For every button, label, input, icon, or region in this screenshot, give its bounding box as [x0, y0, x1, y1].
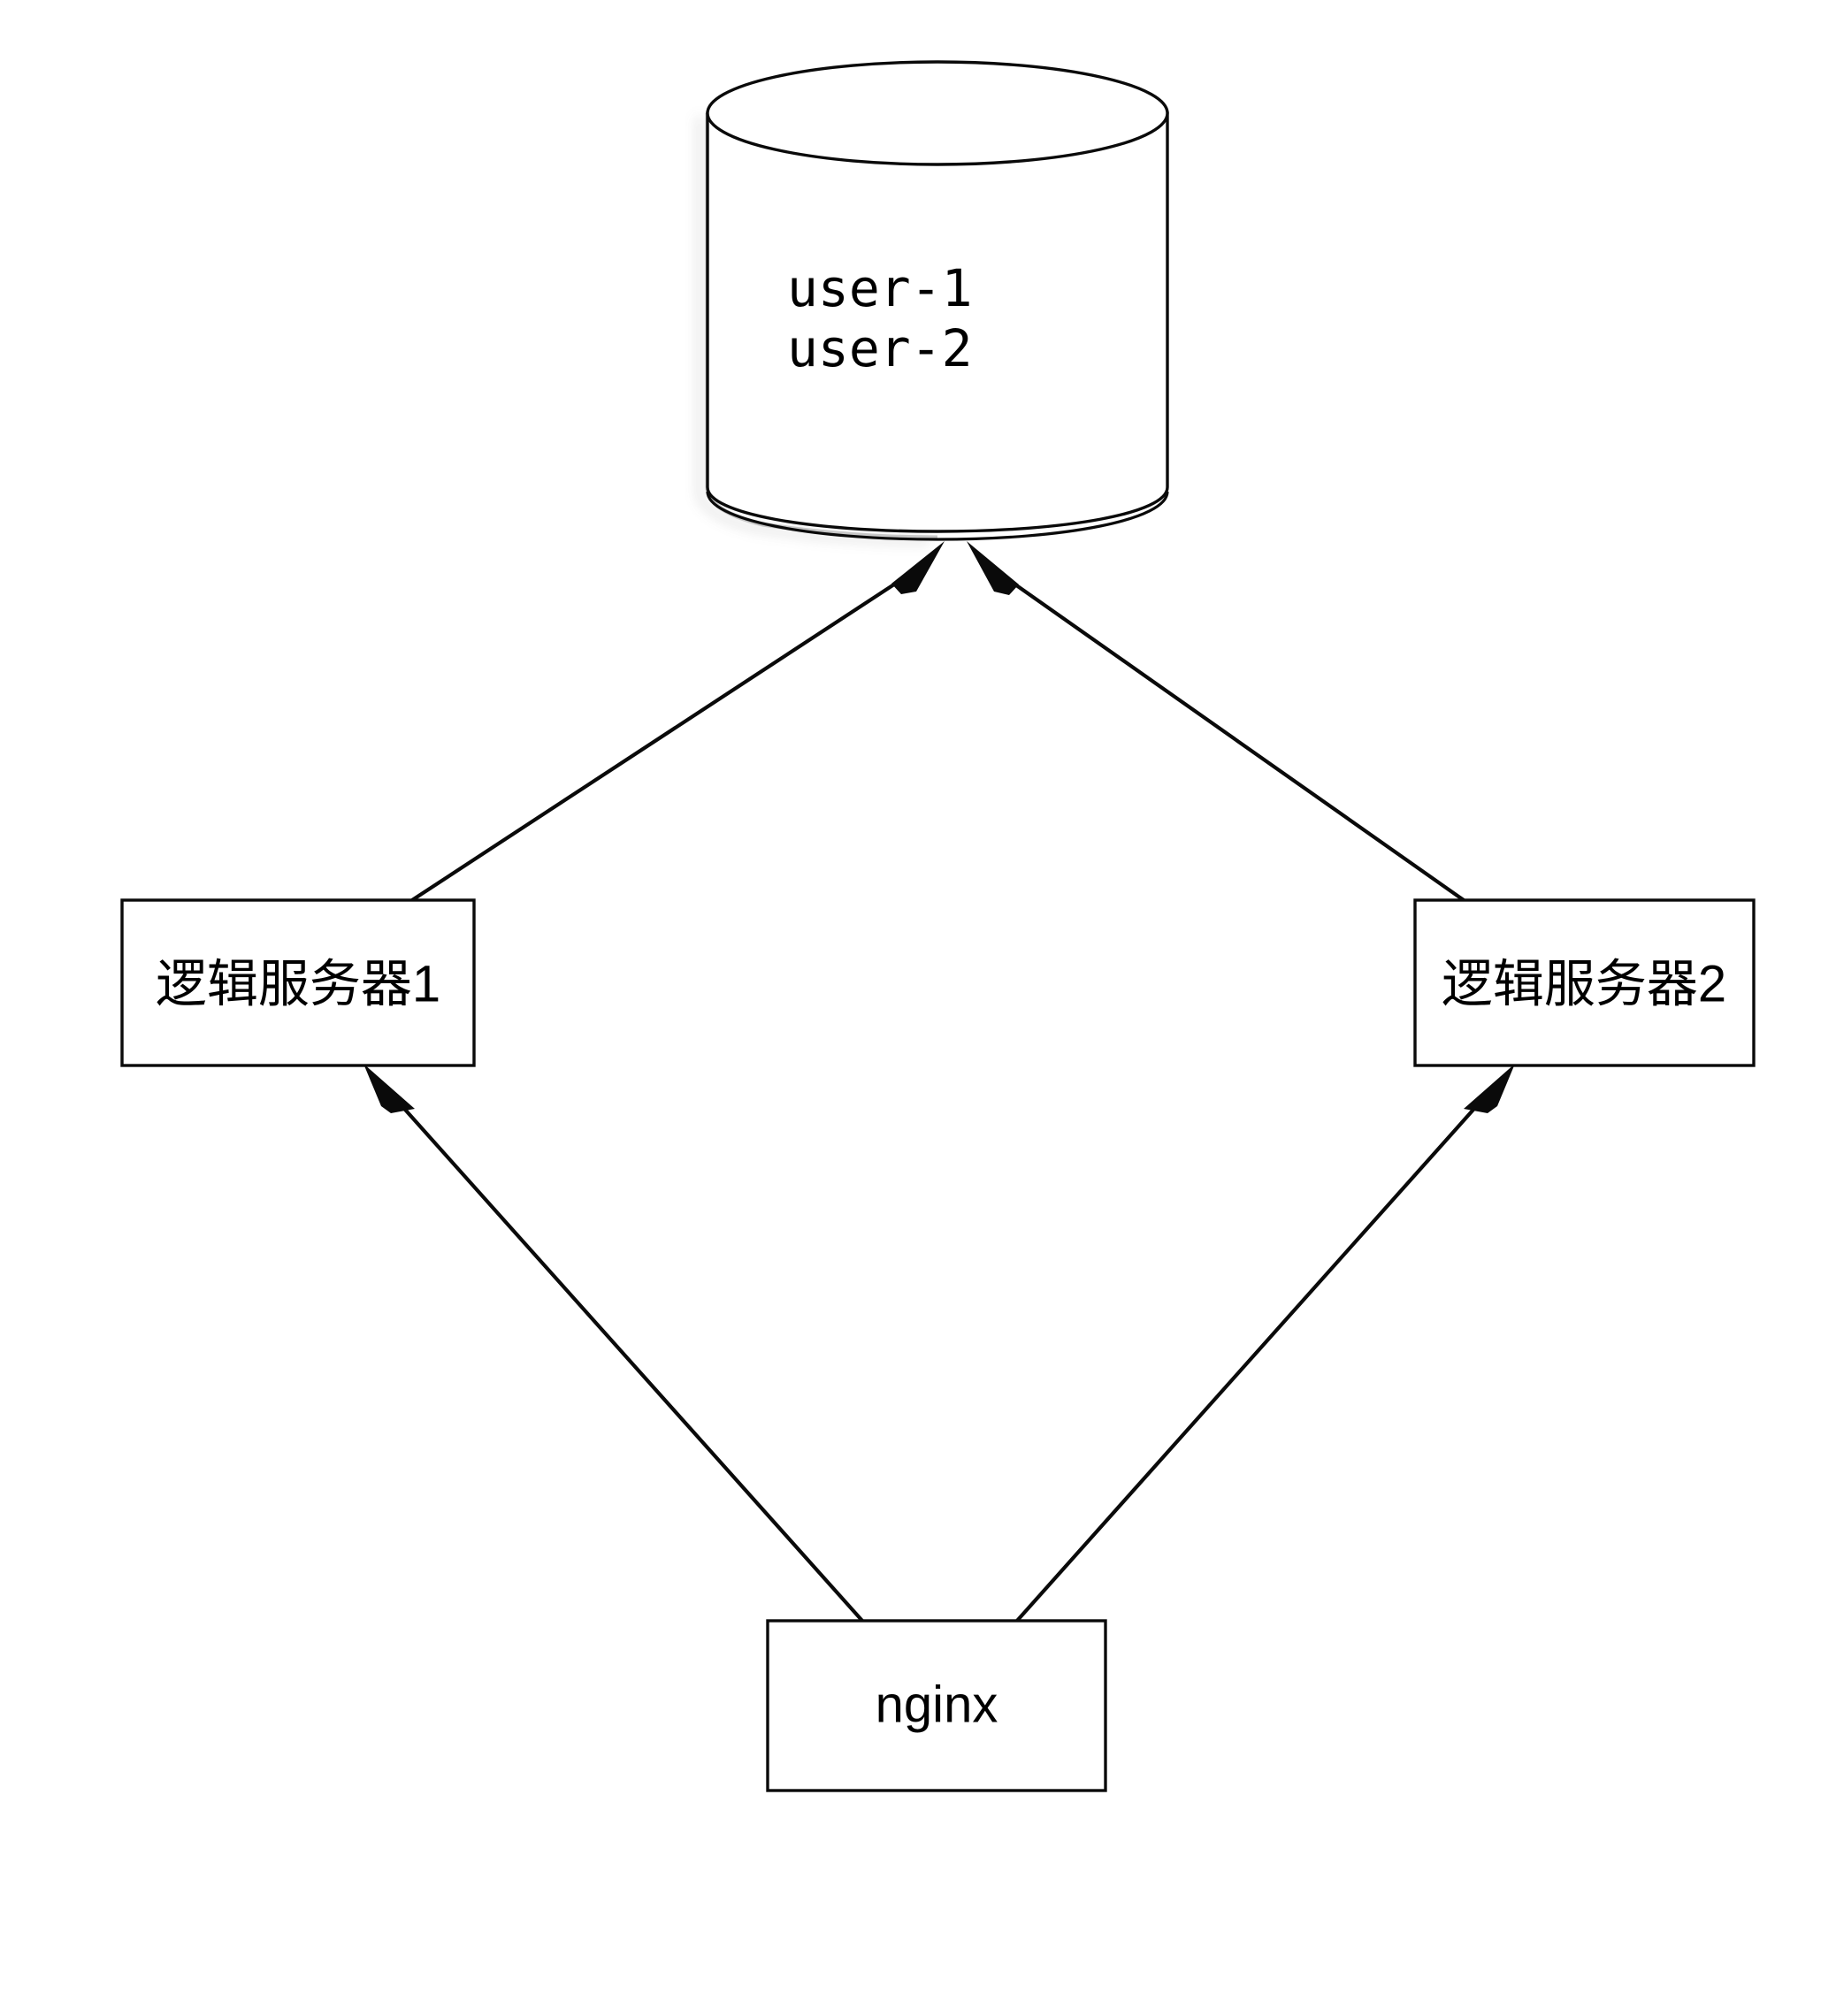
nginx-label: nginx [876, 1676, 998, 1733]
edge-server1-to-db-arrowhead [891, 541, 945, 594]
nginx-box[interactable] [766, 1619, 1107, 1792]
edge-server2-to-db [967, 541, 1465, 902]
edge-server2-to-db-arrowhead [967, 541, 1019, 595]
cylinder-top-ellipse [706, 60, 1169, 166]
logic-server-2-label: 逻辑服务器2 [1442, 955, 1726, 1012]
edge-nginx-to-server1 [363, 1064, 864, 1623]
edge-nginx-to-server2 [1015, 1064, 1515, 1623]
logic-server-1-box[interactable] [120, 898, 476, 1067]
logic-server-2-box[interactable] [1413, 898, 1756, 1067]
cylinder-bottom-rim [706, 491, 1169, 541]
edge-nginx-to-server2-line [1015, 1084, 1496, 1623]
node-logic-server-2[interactable]: 逻辑服务器2 [1413, 898, 1756, 1067]
edge-server2-to-db-line [987, 564, 1465, 902]
edge-nginx-to-server1-arrowhead [363, 1064, 415, 1113]
database-label-line-2: user-2 [787, 318, 973, 378]
logic-server-1-label: 逻辑服务器1 [156, 955, 440, 1012]
edge-server1-to-db [410, 541, 945, 902]
node-logic-server-1[interactable]: 逻辑服务器1 [120, 898, 476, 1067]
edge-nginx-to-server1-line [382, 1084, 864, 1623]
cylinder-body [706, 111, 1169, 533]
edge-nginx-to-server2-arrowhead [1464, 1064, 1515, 1113]
database-label-line-1: user-1 [787, 258, 973, 318]
edge-server1-to-db-line [410, 564, 924, 902]
node-user-database[interactable]: user-1 user-2 [705, 60, 1169, 541]
node-nginx[interactable]: nginx [766, 1619, 1107, 1792]
